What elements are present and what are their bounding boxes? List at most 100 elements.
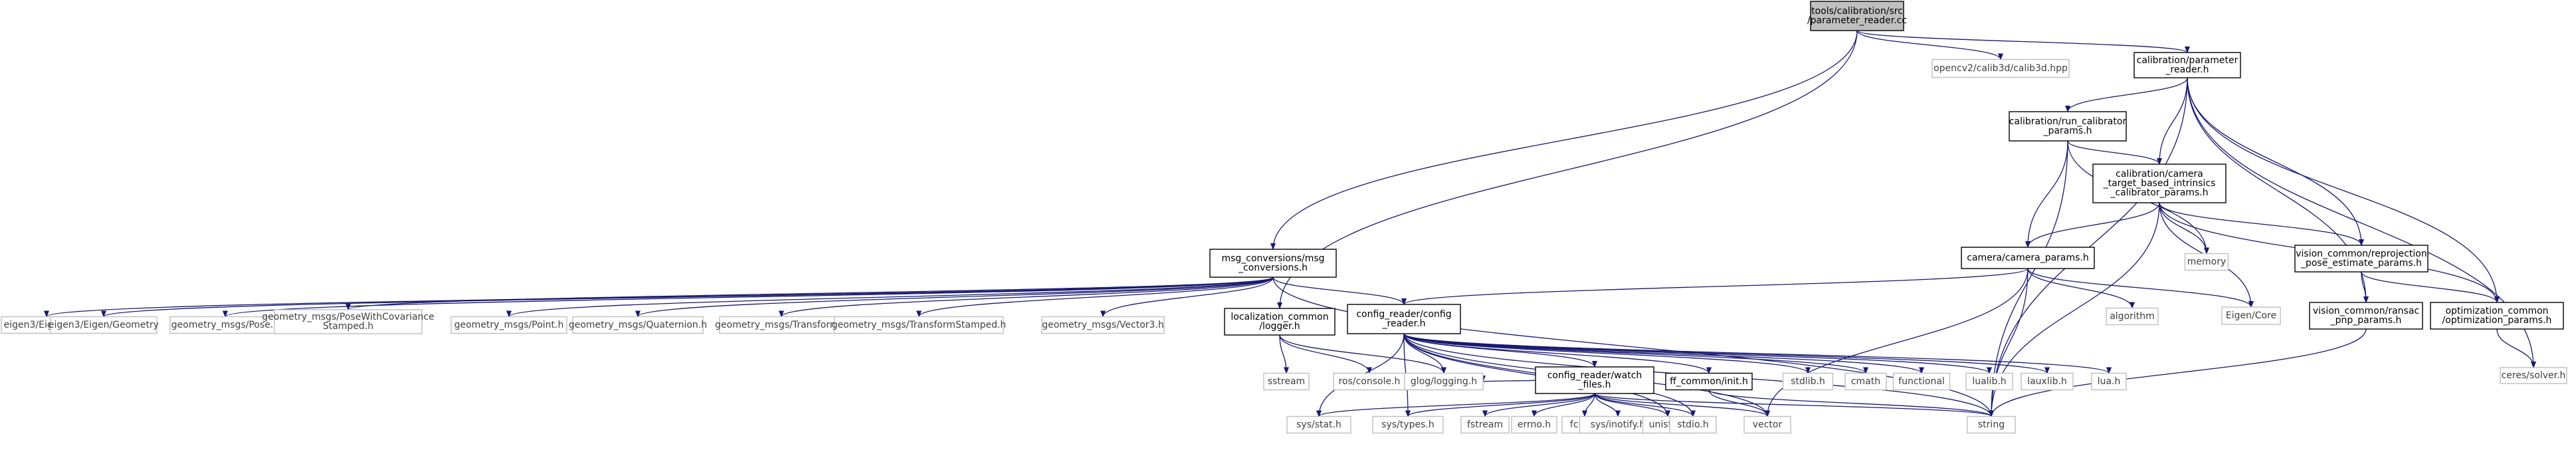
node-label: _pnp_params.h <box>2330 315 2402 326</box>
edge-reproj-to-opt_common <box>2361 271 2500 303</box>
edge-run_calib-to-cam_params <box>2025 140 2068 248</box>
node-label: stdio.h <box>1677 419 1708 430</box>
edge-param_reader-to-run_calib <box>2065 77 2188 112</box>
node-label: calibration/parameter <box>2137 55 2238 66</box>
node-label: sstream <box>1268 376 1305 387</box>
edge-root-to-loc_logger <box>1277 30 1858 309</box>
node-label: sys/inotify.h <box>1591 419 1646 430</box>
node-label: Stamped.h <box>323 321 373 332</box>
edge-msg_conv-to-gm_tf <box>779 277 1274 318</box>
node-param-reader[interactable]: calibration/parameter_reader.h <box>2133 52 2241 78</box>
node-ransac[interactable]: vision_common/ransac_pnp_params.h <box>2309 302 2423 330</box>
node-label: opencv2/calib3d/calib3d.hpp <box>1933 63 2068 74</box>
node-errno: errno.h <box>1511 415 1557 434</box>
node-label: errno.h <box>1518 419 1551 430</box>
node-gm-tf: geometry_msgs/Transform.h <box>715 316 848 334</box>
edge-param_reader-to-reproj <box>2187 77 2364 246</box>
node-reproj[interactable]: vision_common/reprojection_pose_estimate… <box>2294 245 2428 273</box>
node-label: _target_based_intrinsics <box>2103 178 2216 189</box>
node-sys-types: sys/types.h <box>1372 415 1444 434</box>
edge-ransac-to-string <box>1989 328 2367 417</box>
node-ceres: ceres/solver.h <box>2500 367 2567 384</box>
node-stdio: stdio.h <box>1669 415 1717 434</box>
node-box <box>1669 415 1717 434</box>
node-label: fstream <box>1467 419 1503 430</box>
edge-config_reader-to-functional <box>1403 333 1924 374</box>
node-eigen-core: Eigen/Core <box>2221 306 2281 325</box>
node-label: geometry_msgs/Transform.h <box>715 320 848 330</box>
edge-watch_files-to-sys_stat <box>1316 393 1595 417</box>
node-label: geometry_msgs/Point.h <box>454 320 564 330</box>
edge-config_reader-to-stdlib <box>1403 333 1811 374</box>
node-lua: lua.h <box>2091 372 2127 391</box>
node-box <box>1347 304 1461 334</box>
edge-loc_logger-to-ros_console <box>1279 334 1372 374</box>
node-box <box>719 316 844 334</box>
node-box <box>1209 249 1337 278</box>
node-e3-geom: eigen3/Eigen/Geometry <box>49 316 159 334</box>
node-ff-init[interactable]: ff_common/init.h <box>1665 372 1753 391</box>
node-label: lualib.h <box>1972 376 2006 387</box>
node-fstream: fstream <box>1460 415 1510 434</box>
node-label: msg_conversions/msg <box>1221 253 1324 264</box>
node-gm-v3: geometry_msgs/Vector3.h <box>1041 316 1165 334</box>
node-cam-params[interactable]: camera/camera_params.h <box>1961 247 2095 269</box>
node-root[interactable]: tools/calibration/src/parameter_reader.c… <box>1807 1 1907 31</box>
node-box <box>2309 302 2423 330</box>
node-label: functional <box>1898 376 1945 387</box>
edge-msg_conv-to-gm_pose <box>223 277 1274 318</box>
node-lualib: lualib.h <box>1965 372 2013 391</box>
node-lauxlib: lauxlib.h <box>2021 372 2074 391</box>
node-cam-target[interactable]: calibration/camera_target_based_intrinsi… <box>2092 164 2227 203</box>
node-box <box>2009 111 2127 142</box>
node-msg-conv[interactable]: msg_conversions/msg_conversions.h <box>1209 249 1337 278</box>
node-loc-logger[interactable]: localization_common/logger.h <box>1224 308 1336 336</box>
node-label: stdlib.h <box>1791 376 1825 387</box>
node-box <box>1535 366 1654 394</box>
node-box <box>1263 372 1310 391</box>
node-label: sys/types.h <box>1381 419 1434 430</box>
edge-msg_conv-to-gm_point <box>506 277 1274 318</box>
node-gm-quat: geometry_msgs/Quaternion.h <box>569 316 707 334</box>
node-label: ros/console.h <box>1339 376 1401 387</box>
edge-watch_files-to-vector <box>1594 393 1770 417</box>
edge-run_calib-to-string <box>1989 140 2068 417</box>
edge-cam_params-to-config_reader <box>1401 268 2029 305</box>
node-config-reader[interactable]: config_reader/config_reader.h <box>1347 304 1461 334</box>
node-watch-files[interactable]: config_reader/watch_files.h <box>1535 366 1654 394</box>
node-box <box>169 316 281 334</box>
node-label: ceres/solver.h <box>2502 370 2566 381</box>
edge-msg_conv-to-gm_tfs <box>916 277 1274 318</box>
node-label: tools/calibration/src <box>1811 6 1903 17</box>
node-label: geometry_msgs/Quaternion.h <box>569 320 707 330</box>
node-opt-common[interactable]: optimization_common/optimization_params.… <box>2430 302 2564 330</box>
node-sstream: sstream <box>1263 372 1310 391</box>
node-string: string <box>1967 415 2016 434</box>
node-label: vector <box>1753 419 1783 430</box>
edge-ff_init-to-string <box>1708 389 1994 417</box>
node-gm-tfs: geometry_msgs/TransformStamped.h <box>832 316 1006 334</box>
edge-watch_files-to-fstream <box>1482 393 1595 417</box>
edge-cam_target-to-cam_params <box>2025 202 2160 248</box>
edge-loc_logger-to-sstream <box>1279 334 1289 374</box>
node-box <box>1932 58 2070 78</box>
edge-cam_target-to-reproj <box>2159 202 2364 246</box>
node-box <box>2221 306 2281 325</box>
node-label: vision_common/reprojection <box>2296 249 2427 259</box>
node-box <box>2092 164 2227 203</box>
edge-param_reader-to-opt_common <box>2187 77 2500 303</box>
node-label: lua.h <box>2098 376 2121 387</box>
node-box <box>2091 372 2127 391</box>
node-memory: memory <box>2184 253 2229 271</box>
node-label: optimization_common <box>2445 306 2548 316</box>
edge-cam_params-to-eigen_core <box>2027 268 2254 308</box>
edge-watch_files-to-fcntl <box>1582 393 1595 417</box>
node-run-calib[interactable]: calibration/run_calibrator_params.h <box>2009 111 2127 142</box>
edges-layer <box>44 30 2536 417</box>
node-box <box>1961 247 2095 269</box>
node-cmath: cmath <box>1844 372 1887 391</box>
node-label: _reader.h <box>2165 64 2209 75</box>
node-label: ff_common/init.h <box>1670 376 1748 387</box>
node-label: memory <box>2187 257 2227 267</box>
